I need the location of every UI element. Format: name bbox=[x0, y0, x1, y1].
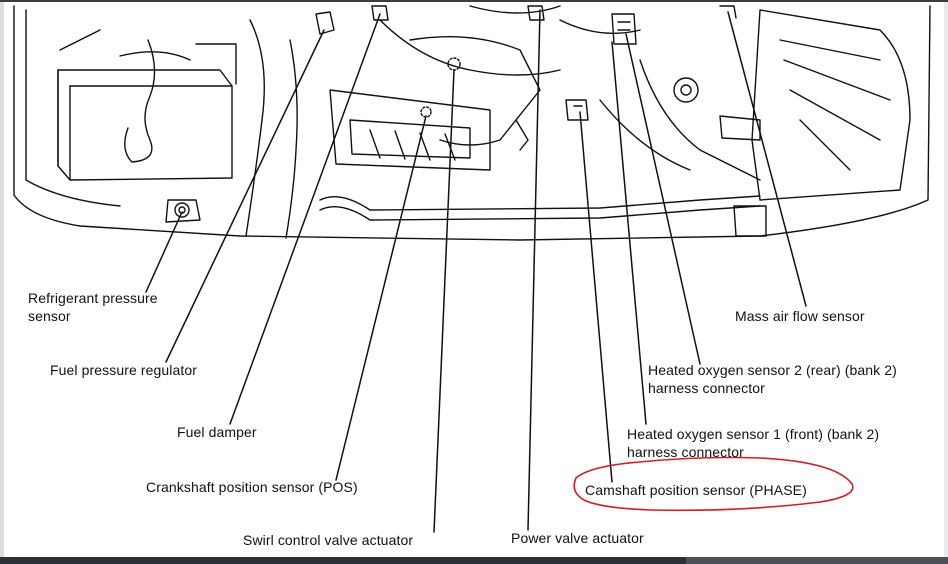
diagram-canvas bbox=[4, 0, 944, 557]
intake-assembly bbox=[245, 5, 767, 239]
leader-fuel-pressure bbox=[165, 29, 325, 363]
label-ho2s2-line2: harness connector bbox=[648, 380, 765, 396]
top-border bbox=[0, 0, 948, 2]
label-mass-air-flow: Mass air flow sensor bbox=[735, 308, 865, 324]
air-cleaner bbox=[599, 9, 911, 201]
highlight-ellipse bbox=[573, 456, 854, 512]
label-crankshaft-sensor: Crankshaft position sensor (POS) bbox=[146, 479, 358, 495]
label-fuel-pressure-regulator: Fuel pressure regulator bbox=[50, 362, 198, 378]
leader-power-valve bbox=[527, 9, 541, 531]
leader-refrigerant bbox=[145, 211, 183, 293]
bottom-toolbar-segment bbox=[686, 557, 948, 564]
label-fuel-damper: Fuel damper bbox=[177, 424, 257, 440]
body-inner-edge bbox=[25, 9, 121, 207]
label-ho2s1-line1: Heated oxygen sensor 1 (front) (bank 2) bbox=[627, 426, 880, 442]
leader-ho2s2 bbox=[625, 33, 701, 365]
leader-camshaft bbox=[579, 111, 613, 483]
label-refrigerant-line1: Refrigerant pressure bbox=[28, 290, 158, 306]
leader-lines bbox=[145, 9, 807, 533]
label-power-valve: Power valve actuator bbox=[511, 530, 644, 546]
leader-fuel-damper bbox=[229, 13, 381, 425]
label-camshaft-sensor: Camshaft position sensor (PHASE) bbox=[585, 482, 807, 498]
refrigerant-fitting bbox=[165, 199, 201, 223]
label-swirl-actuator: Swirl control valve actuator bbox=[243, 532, 414, 548]
connectors bbox=[315, 5, 737, 121]
leader-crankshaft bbox=[335, 115, 427, 481]
leader-maf bbox=[727, 11, 807, 307]
body-outline bbox=[13, 5, 931, 241]
left-border bbox=[0, 0, 4, 564]
bottom-toolbar-strip bbox=[0, 557, 948, 564]
leader-swirl bbox=[433, 69, 455, 533]
leader-ho2s1 bbox=[611, 41, 647, 425]
battery-box bbox=[57, 29, 237, 181]
label-ho2s1-line2: harness connector bbox=[627, 444, 744, 460]
label-ho2s2-line1: Heated oxygen sensor 2 (rear) (bank 2) bbox=[648, 362, 897, 378]
label-refrigerant-line2: sensor bbox=[28, 308, 71, 324]
